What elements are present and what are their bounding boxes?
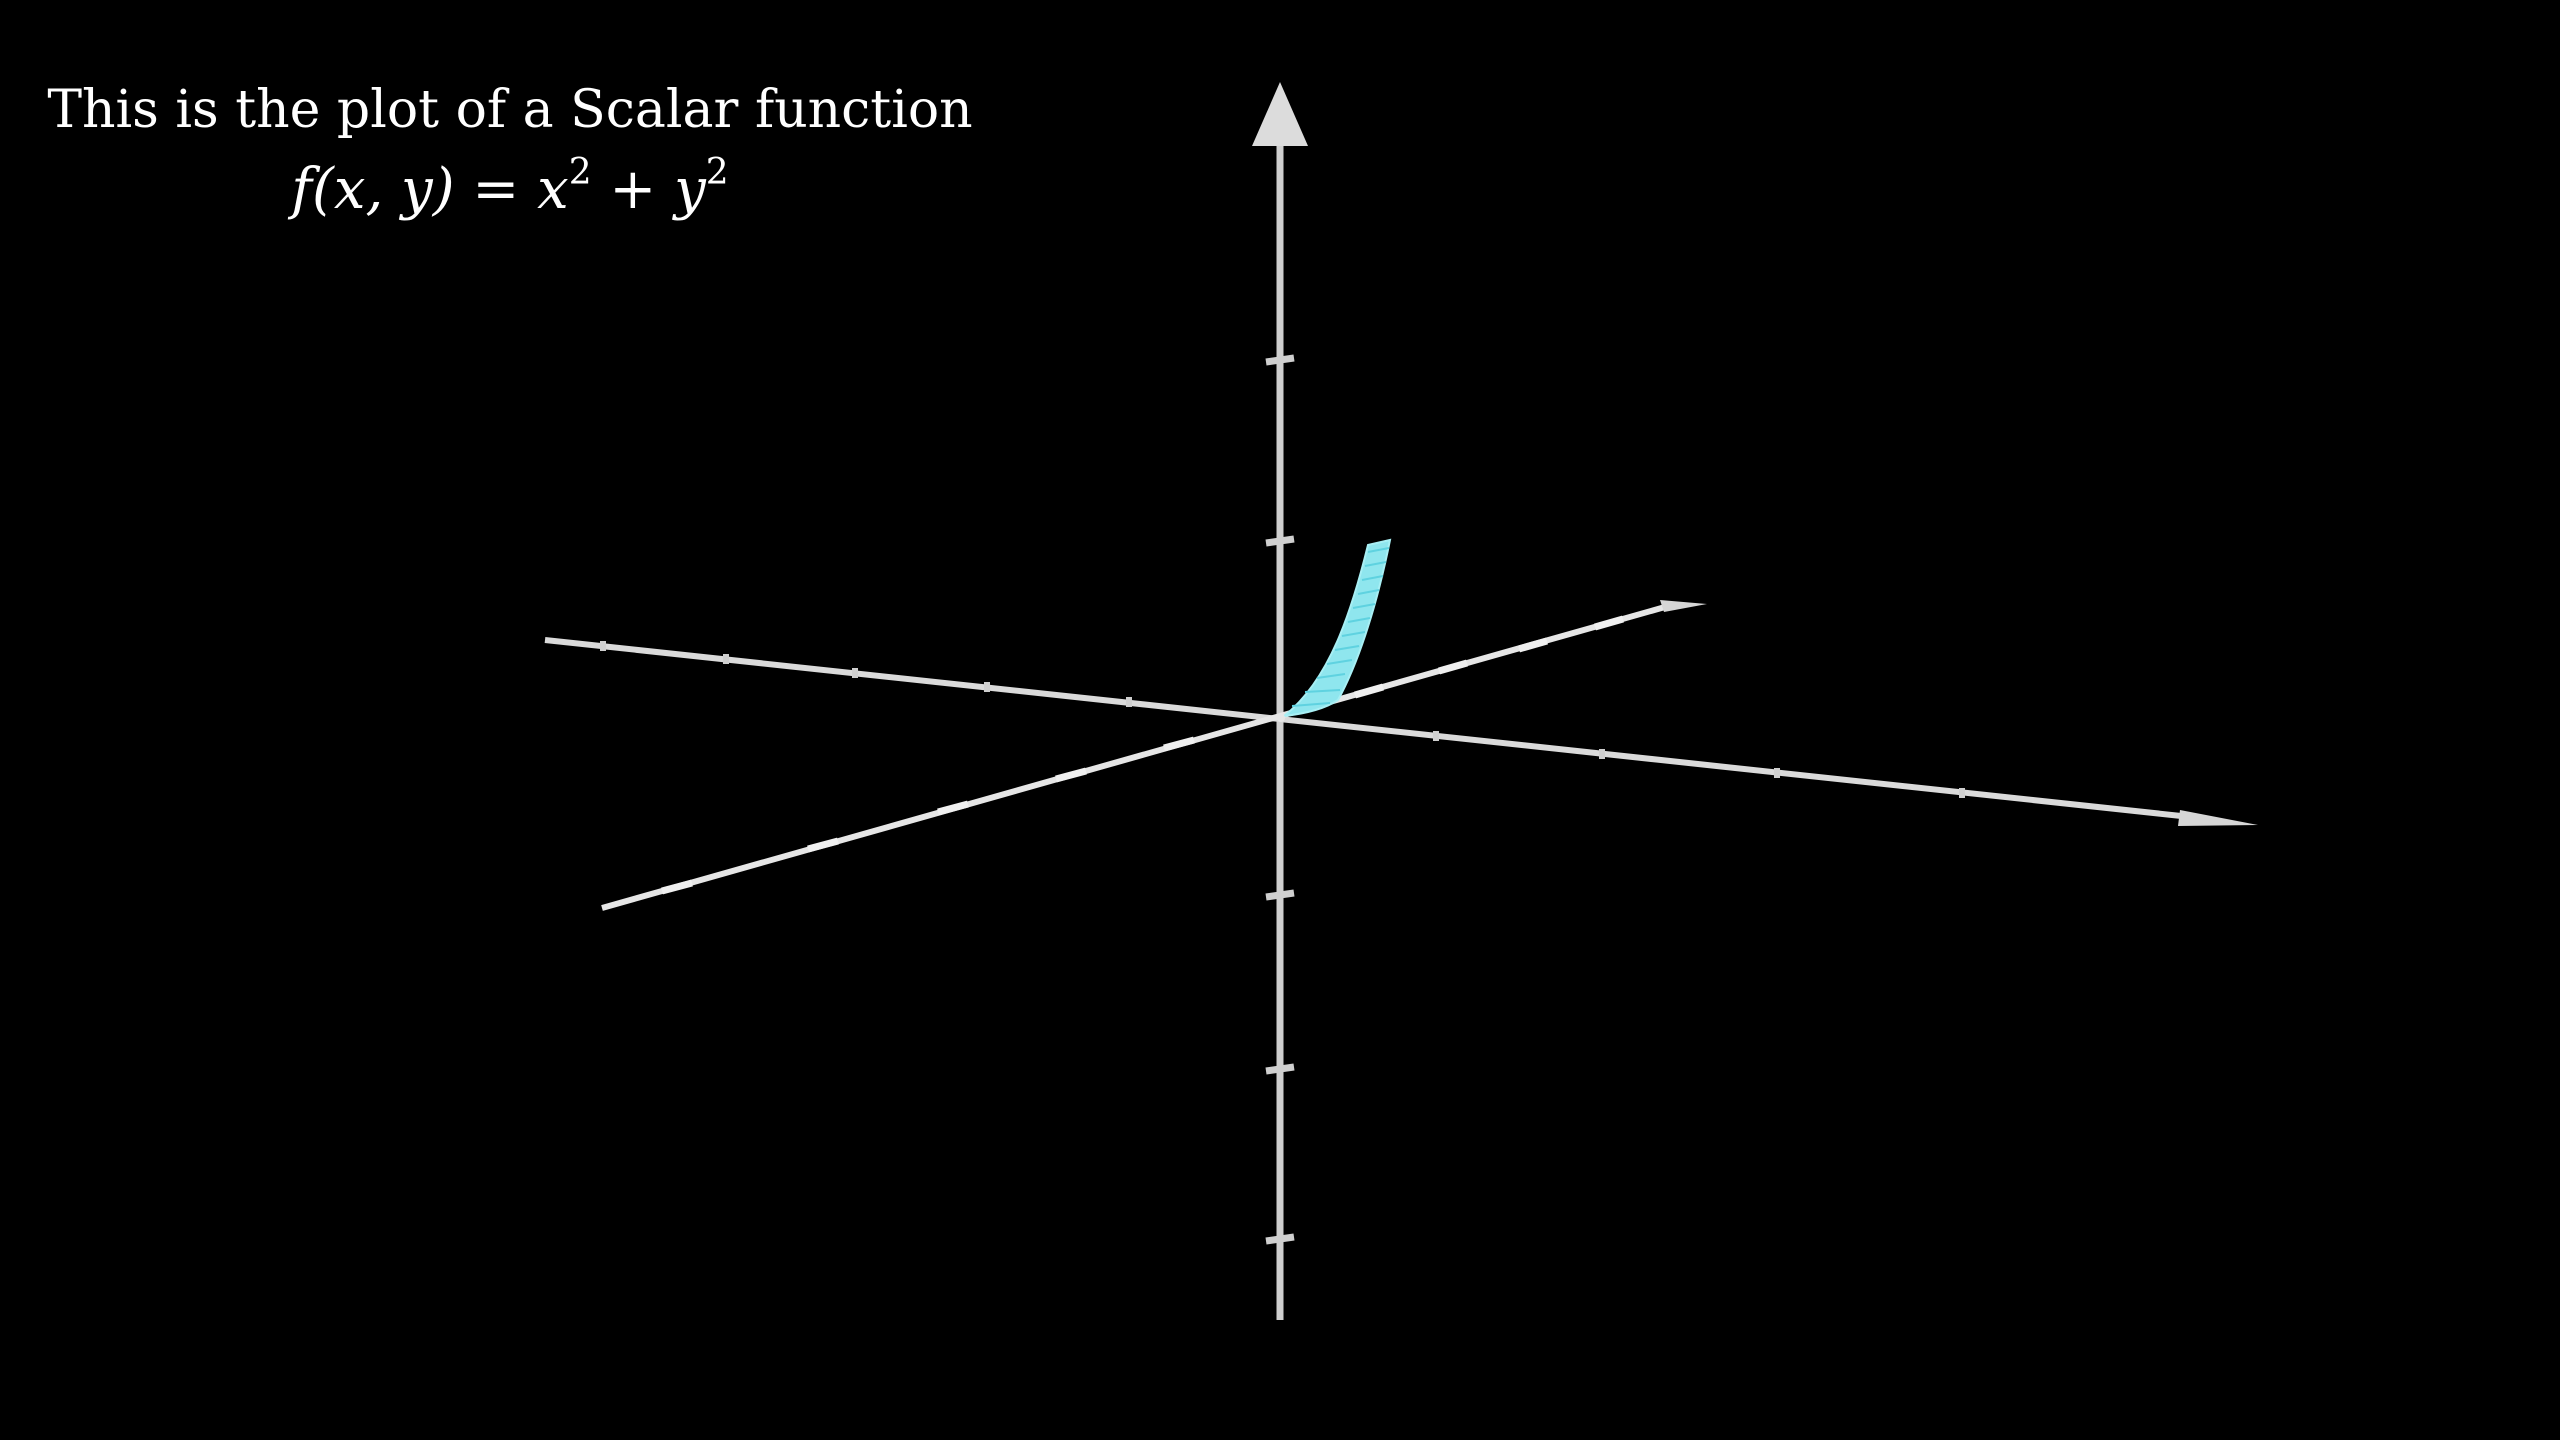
surface-stripe: [1334, 645, 1360, 651]
y-axis-arrow: [1660, 600, 1707, 612]
surface-stripe: [1367, 547, 1390, 553]
surface-stripe: [1364, 561, 1387, 567]
surface-stripe: [1357, 589, 1380, 595]
function-formula: f(x, y) = x2 + y2: [40, 150, 980, 230]
scalar-surface: [1280, 538, 1392, 718]
y-tick: [1055, 767, 1087, 783]
x-axis: [544, 637, 2258, 826]
z-tick: [1265, 1063, 1295, 1075]
z-axis-arrow: [1252, 82, 1308, 146]
y-tick: [1594, 615, 1624, 631]
surface-stripe: [1316, 673, 1346, 679]
formula-term1-exponent: 2: [568, 152, 592, 193]
formula-lhs: f(x, y): [291, 157, 455, 222]
y-tick: [661, 879, 693, 895]
y-axis-line: [601, 604, 1666, 911]
x-axis-arrow: [2178, 810, 2258, 826]
surface-stripe: [1341, 631, 1366, 637]
plot-title: This is the plot of a Scalar function: [47, 80, 973, 140]
y-axis: [601, 600, 1707, 911]
formula-equals: =: [472, 157, 520, 222]
formula-term2-exponent: 2: [705, 152, 729, 193]
formula-term1-base: x: [537, 157, 569, 222]
x-axis-ticks: [600, 641, 1965, 798]
z-tick: [1265, 1233, 1295, 1245]
surface-stripe: [1361, 575, 1384, 581]
formula-term2-base: y: [674, 157, 706, 222]
y-tick: [807, 837, 839, 853]
z-tick: [1265, 535, 1295, 547]
surface-stripe: [1291, 702, 1331, 707]
z-tick: [1265, 354, 1295, 366]
z-tick: [1265, 889, 1295, 901]
surface-stripe: [1304, 689, 1341, 693]
formula-plus: +: [609, 157, 657, 222]
y-tick: [1518, 637, 1548, 653]
y-tick: [937, 800, 969, 816]
y-tick: [1163, 736, 1195, 752]
origin-point: [1277, 714, 1285, 722]
surface-stripe: [1352, 603, 1376, 609]
surface-stripe: [1347, 617, 1371, 623]
z-axis: [1252, 82, 1308, 1320]
y-tick: [1438, 659, 1468, 675]
title-block: This is the plot of a Scalar function f(…: [40, 70, 980, 230]
surface-stripes: [1291, 547, 1390, 707]
surface-strip: [1280, 538, 1392, 718]
z-axis-ticks: [1265, 354, 1295, 1245]
y-tick: [1354, 683, 1384, 699]
y-axis-ticks: [661, 615, 1624, 895]
x-axis-line: [544, 637, 2201, 821]
surface-stripe: [1326, 659, 1353, 665]
